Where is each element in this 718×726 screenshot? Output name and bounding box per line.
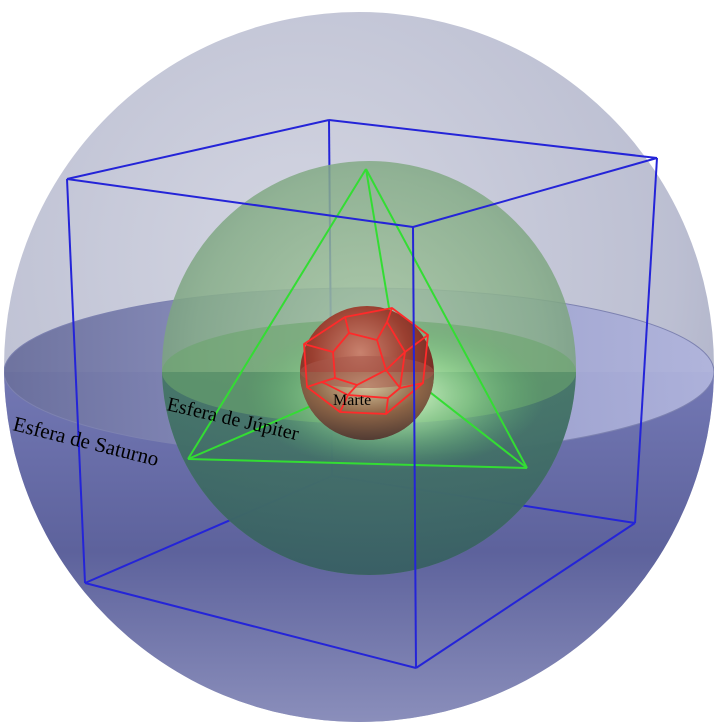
cube-front-edges — [66, 157, 658, 669]
mars-label: Marte — [333, 392, 371, 409]
dodecahedron — [303, 307, 429, 415]
